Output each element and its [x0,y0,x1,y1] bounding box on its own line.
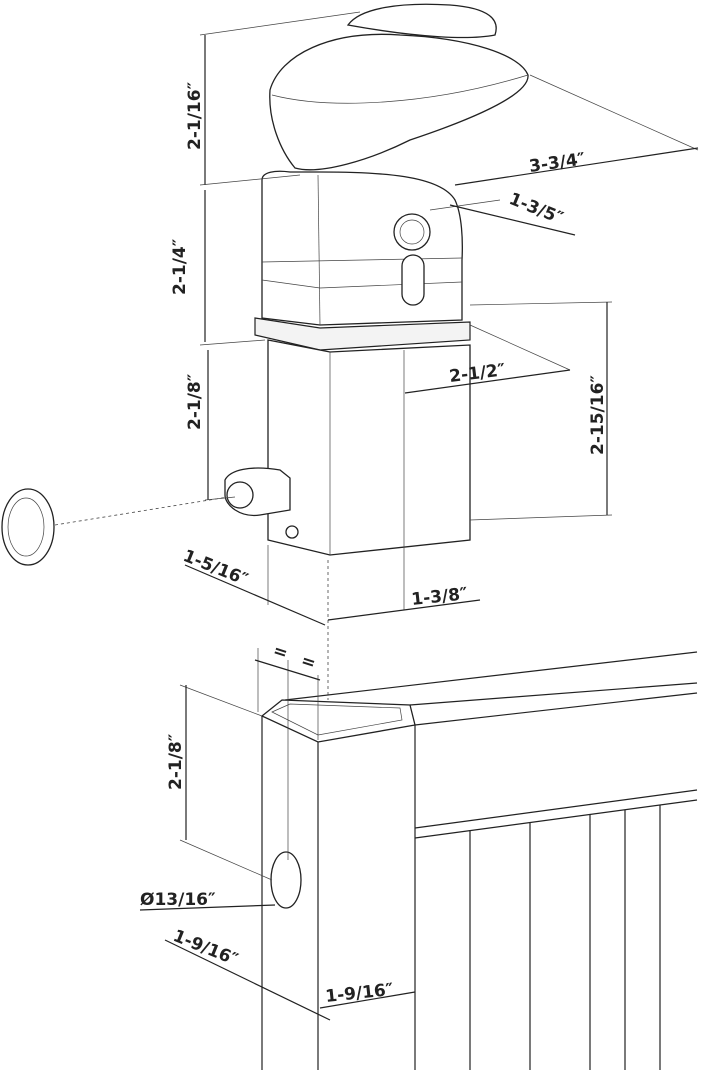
dim-handle-length: 3-3/4″ [528,149,587,177]
dim-hole-diameter: Ø13/16″ [140,890,216,910]
latch-handle [269,3,529,171]
latch-lower-housing [224,339,471,556]
dimension-lines [139,11,699,1021]
dim-total-lower-height: 2-15/16″ [588,375,608,455]
dim-handle-height: 2-1/16″ [185,81,205,150]
dim-post-width-left: 1-9/16″ [170,926,241,970]
dim-key-offset: 1-3/5″ [506,189,566,229]
dim-post-width-right: 1-9/16″ [324,980,394,1007]
dim-lower-depth: 1-3/8″ [410,584,469,610]
latch-body [254,170,471,351]
fence-rails [284,651,698,1070]
gate-post [260,699,416,1070]
dim-hole-height: 2-1/8″ [166,733,186,790]
latch-knob [1,488,229,566]
dim-body-height: 2-1/4″ [170,238,190,295]
dim-equal-left: = [270,641,290,664]
dim-lower-width: 1-5/16″ [180,546,251,590]
dim-equal-right: = [298,651,318,674]
dim-knob-height: 2-1/8″ [185,373,205,430]
